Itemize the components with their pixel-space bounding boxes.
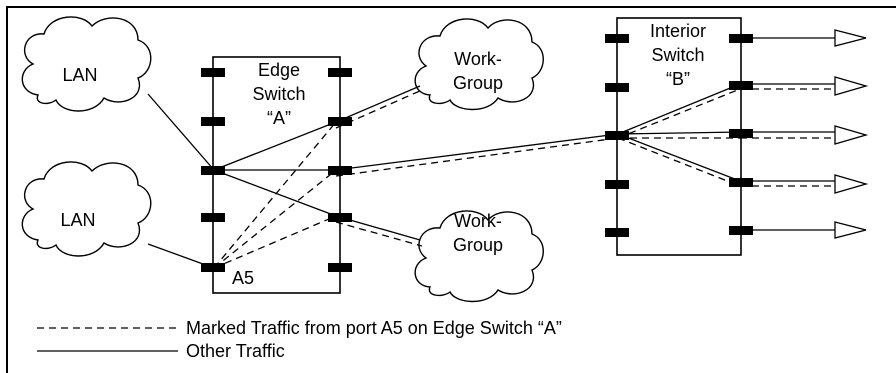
edge-port-right-2: [328, 117, 352, 126]
workgroup-top-label-2: Group: [453, 73, 503, 93]
edge-port-left-3: [201, 166, 225, 175]
interior-port-left-2: [605, 83, 629, 92]
diagram-frame: [6, 6, 896, 373]
marked-a5-to-right-mid: [213, 169, 337, 269]
interior-switch-label-1: Interior: [650, 21, 706, 41]
legend: Marked Traffic from port A5 on Edge Swit…: [37, 318, 562, 361]
output-arrow-1: [834, 29, 867, 47]
legend-marked-label: Marked Traffic from port A5 on Edge Swit…: [186, 318, 562, 338]
output-arrow-4: [834, 174, 869, 194]
link-interior-fan-3: [617, 133, 741, 182]
interior-port-right-3: [729, 129, 753, 138]
legend-other-label: Other Traffic: [186, 341, 285, 361]
cloud-lan-bottom: LAN: [21, 161, 152, 257]
interior-switch-label-3: “B”: [666, 69, 690, 89]
edge-switch-a: Edge Switch “A”: [212, 56, 341, 294]
edge-port-left-2: [201, 117, 225, 126]
output-arrow-3: [834, 125, 869, 145]
edge-port-right-1: [328, 68, 352, 77]
interior-port-left-4: [605, 180, 629, 189]
interior-port-left-1: [605, 34, 629, 43]
edge-port-left-4: [201, 213, 225, 222]
link-interior-fan-1: [617, 83, 741, 135]
output-link-4: [740, 174, 869, 194]
cloud-workgroup-top: Work- Group: [414, 18, 544, 111]
interior-switch-ports: [605, 34, 753, 237]
marked-a5-to-right-top: [213, 121, 337, 269]
interior-port-left-3: [605, 131, 629, 140]
edge-port-left-1: [201, 68, 225, 77]
edge-port-right-5: [328, 263, 352, 272]
cloud-lan-top: LAN: [21, 16, 152, 112]
link-edge-left-to-right-top: [213, 121, 337, 171]
link-edge-left-to-right-bottom: [213, 169, 337, 217]
link-interior-fan-2: [617, 131, 741, 135]
output-link-1: [740, 29, 867, 47]
marked-interior-fan-3: [617, 137, 741, 187]
interior-port-right-5: [729, 226, 753, 235]
link-edge-to-interior: [335, 133, 619, 171]
workgroup-bottom-label-1: Work-: [454, 211, 502, 231]
link-edge-to-workgroup-top: [335, 85, 421, 123]
link-lan-top-to-edge: [147, 93, 215, 171]
workgroup-top-label-1: Work-: [454, 49, 502, 69]
output-link-5: [740, 221, 867, 239]
edge-port-a5: [201, 263, 225, 272]
interior-port-right-1: [729, 34, 753, 43]
lan-top-label: LAN: [62, 65, 97, 85]
output-link-3: [740, 125, 869, 145]
edge-switch-label-3: “A”: [267, 108, 291, 128]
marked-edge-to-workgroup-bottom: [335, 221, 423, 247]
marked-edge-to-interior: [335, 137, 619, 177]
output-arrow-5: [834, 221, 867, 239]
interior-port-right-2: [729, 81, 753, 90]
edge-port-right-3: [328, 166, 352, 175]
output-arrow-2: [834, 76, 869, 96]
workgroup-bottom-label-2: Group: [453, 235, 503, 255]
interior-port-right-4: [729, 178, 753, 187]
interior-port-left-5: [605, 228, 629, 237]
interior-switch-label-2: Switch: [651, 45, 704, 65]
interior-switch-b: Interior Switch “B”: [616, 17, 742, 256]
lan-bottom-label: LAN: [60, 210, 95, 230]
edge-switch-label-1: Edge: [258, 60, 300, 80]
edge-port-right-4: [328, 213, 352, 222]
port-a5-label: A5: [232, 268, 254, 288]
edge-switch-label-2: Switch: [252, 84, 305, 104]
cloud-workgroup-bottom: Work- Group: [414, 210, 544, 303]
marked-a5-to-right-bottom: [213, 215, 337, 269]
marked-interior-fan-1: [617, 88, 741, 139]
output-link-2: [740, 76, 869, 96]
edge-switch-ports: [201, 68, 352, 272]
